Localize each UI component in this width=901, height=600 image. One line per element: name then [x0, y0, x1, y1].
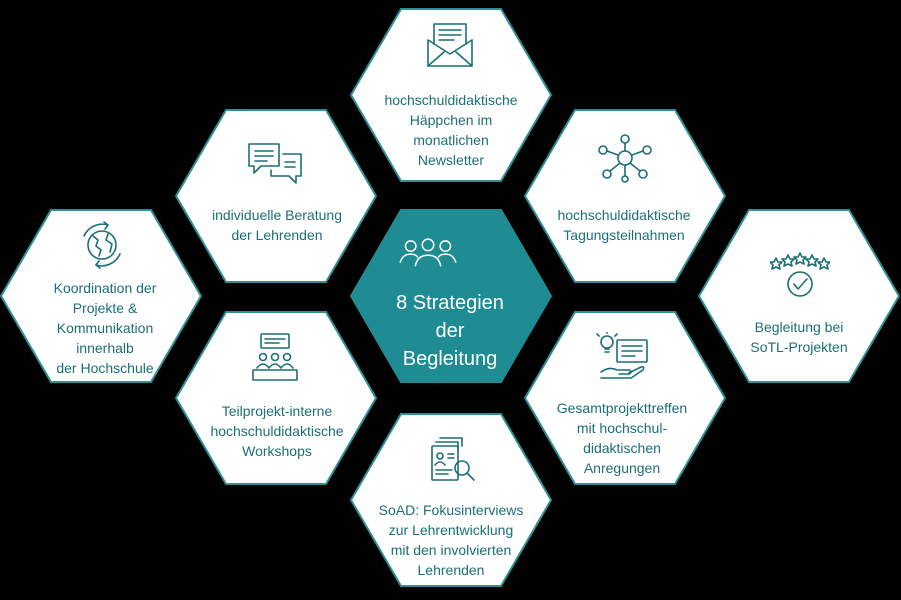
- center-label-line: Begleitung: [402, 348, 498, 370]
- label-line: monatlichen: [413, 132, 489, 148]
- center-label-line: 8 Strategien: [396, 292, 504, 314]
- label-line: Gesamtprojekttreffen: [556, 400, 688, 416]
- strategy-sotl-label: Begleitung bei SoTL-Projekten: [704, 312, 894, 362]
- label-line: zur Lehrentwicklung: [388, 522, 514, 538]
- stars-check-icon: [769, 250, 831, 300]
- label-line: Häppchen im: [409, 112, 493, 128]
- hex-soad: [349, 413, 553, 587]
- strategy-gesamttreffen-label: Gesamtprojekttreffen mit hochschul- dida…: [527, 396, 717, 480]
- label-line: individuelle Beratung: [212, 207, 342, 223]
- label-line: Tagungsteilnahmen: [563, 227, 685, 243]
- hex-workshops: [174, 311, 378, 485]
- label-line: SoTL-Projekten: [750, 339, 848, 355]
- workshop-icon: [245, 332, 305, 382]
- hex-beratung: [174, 109, 378, 283]
- label-line: Newsletter: [417, 152, 485, 168]
- hex-center: [349, 209, 553, 383]
- label-line: Workshops: [242, 443, 312, 459]
- strategy-tagung-label: hochschuldidaktische Tagungsteilnahmen: [529, 200, 719, 250]
- strategy-newsletter-label: hochschuldidaktische Häppchen im monatli…: [356, 88, 546, 172]
- label-line: SoAD: Fokusinterviews: [378, 502, 524, 518]
- label-line: Lehrenden: [417, 562, 485, 578]
- label-line: mit den involvierten: [390, 542, 512, 558]
- label-line: mit hochschul-: [576, 420, 668, 436]
- label-line: Projekte &: [72, 300, 138, 316]
- label-line: innerhalb: [76, 340, 134, 356]
- newsletter-envelope-icon: [420, 20, 480, 70]
- hex-gesamttreffen: [523, 311, 727, 485]
- document-search-icon: [422, 434, 482, 484]
- label-line: Teilprojekt-interne: [221, 403, 333, 419]
- label-line: der Lehrenden: [231, 227, 323, 243]
- label-line: hochschuldidaktische: [384, 92, 518, 108]
- network-icon: [595, 134, 655, 184]
- chat-bubbles-icon: [245, 140, 305, 190]
- label-line: Begleitung bei: [754, 319, 844, 335]
- hex-koordination: [0, 209, 203, 383]
- label-line: Anregungen: [583, 460, 661, 476]
- label-line: hochschuldidaktische: [557, 207, 691, 223]
- hex-tagung: [523, 109, 727, 283]
- strategy-soad-label: SoAD: Fokusinterviews zur Lehrentwicklun…: [354, 498, 548, 582]
- idea-hand-icon: [595, 331, 655, 382]
- label-line: hochschuldidaktische: [210, 423, 344, 439]
- center-label: 8 Strategien der Begleitung: [360, 286, 540, 376]
- strategy-beratung-label: individuelle Beratung der Lehrenden: [182, 200, 372, 250]
- people-group-icon: [398, 228, 502, 280]
- label-line: didaktischen: [583, 440, 661, 456]
- label-line: Koordination der: [53, 280, 157, 296]
- globe-cycle-icon: [72, 220, 132, 270]
- label-line: Kommunikation: [56, 320, 154, 336]
- hex-newsletter: [349, 8, 553, 182]
- label-line: der Hochschule: [56, 360, 154, 376]
- center-label-line: der: [435, 320, 465, 342]
- strategy-workshops-label: Teilprojekt-interne hochschuldidaktische…: [182, 398, 372, 464]
- strategy-koordination-label: Koordination der Projekte & Kommunikatio…: [10, 276, 200, 380]
